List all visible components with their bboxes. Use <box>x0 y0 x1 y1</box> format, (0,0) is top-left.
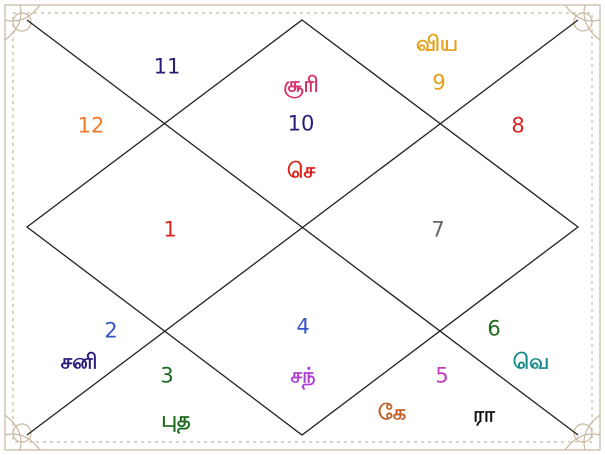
planet-house-9-1: விய <box>416 34 458 55</box>
house-9-number: 9 <box>432 73 445 94</box>
planet-house-6-1: வெ <box>513 352 549 373</box>
house-10-number: 10 <box>288 114 315 135</box>
planet-house-10-2: செ <box>287 161 315 182</box>
house-2-number: 2 <box>104 321 117 342</box>
house-12-number: 12 <box>78 116 105 137</box>
planet-house-4-1: சந் <box>290 366 315 387</box>
house-4-number: 4 <box>296 317 309 338</box>
planet-house-5-1: கே <box>378 403 406 424</box>
planet-house-5-2: ரா <box>473 405 495 426</box>
house-3-number: 3 <box>160 366 173 387</box>
house-5-number: 5 <box>435 366 448 387</box>
house-8-number: 8 <box>511 116 524 137</box>
planet-house-10-1: சூரி <box>283 75 318 96</box>
house-6-number: 6 <box>487 319 500 340</box>
house-11-number: 11 <box>154 57 181 78</box>
planet-house-3-1: புத <box>161 410 190 431</box>
house-1-number: 1 <box>163 220 176 241</box>
planet-house-2-1: சனி <box>61 352 98 373</box>
house-7-number: 7 <box>431 220 444 241</box>
